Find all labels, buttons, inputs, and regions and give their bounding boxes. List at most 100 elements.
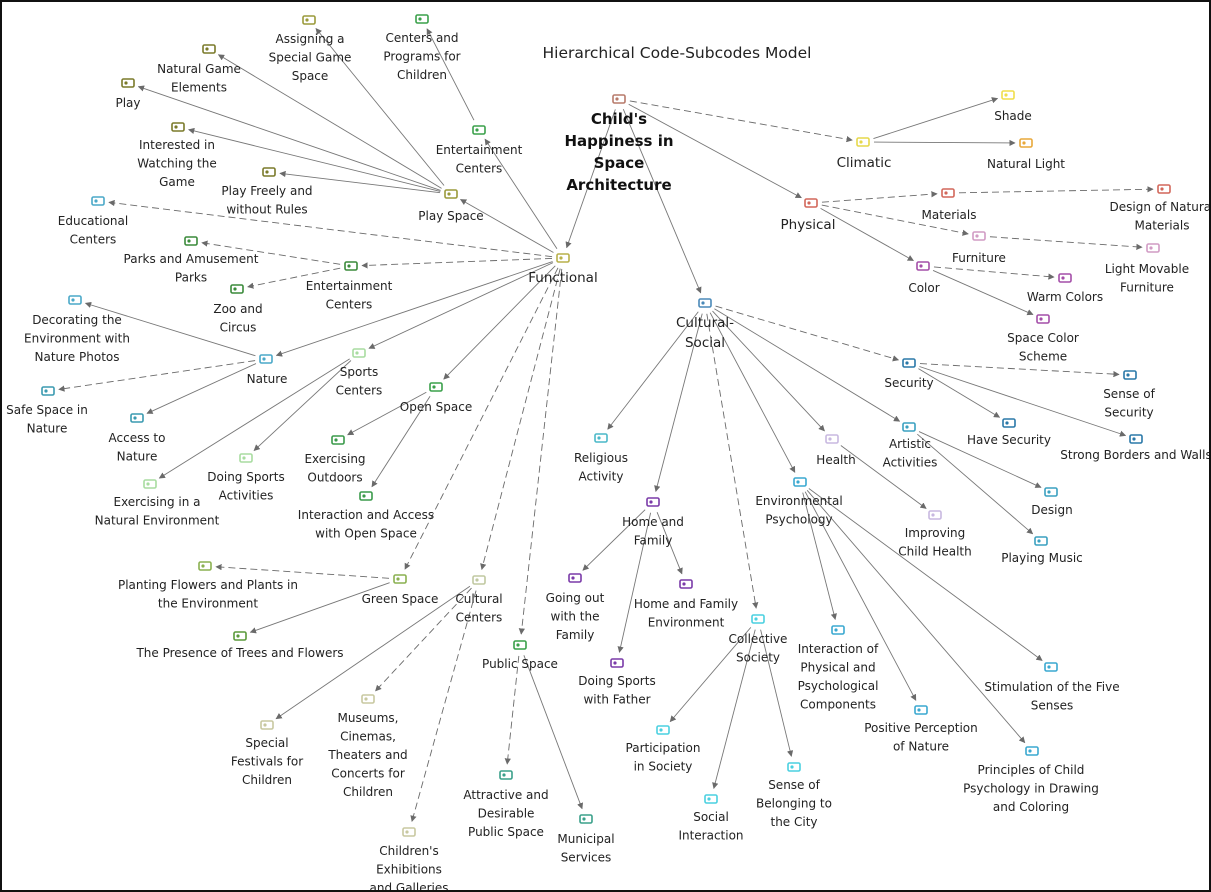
node-shade[interactable]: Shade — [994, 90, 1032, 123]
node-functional[interactable]: Functional — [528, 253, 598, 286]
code-tag-icon — [361, 694, 375, 704]
edge-open_space-to-exercising_outdoors — [347, 391, 427, 436]
node-open-space[interactable]: Open Space — [400, 382, 472, 414]
node-cultural-social[interactable]: Cultural-Social — [676, 298, 734, 351]
node-strong-borders-walls[interactable]: Strong Borders and Walls — [1060, 434, 1209, 462]
edge-color-to-space_color_scheme — [932, 270, 1034, 316]
node-label: Climatic — [837, 155, 892, 171]
node-physical[interactable]: Physical — [781, 198, 836, 233]
node-label: Cultural-Social — [676, 315, 734, 351]
node-green-space[interactable]: Green Space — [362, 574, 439, 606]
edge-collective_society-to-sense_belonging_city — [760, 629, 794, 757]
code-tag-icon — [1025, 746, 1039, 756]
node-health[interactable]: Health — [816, 434, 856, 467]
node-warm-colors[interactable]: Warm Colors — [1027, 273, 1103, 304]
node-label: Have Security — [967, 433, 1051, 447]
node-play-space[interactable]: Play Space — [418, 189, 484, 223]
code-tag-icon — [656, 725, 670, 735]
node-label: Open Space — [400, 400, 472, 414]
code-tag-icon — [914, 705, 928, 715]
node-public-space[interactable]: Public Space — [482, 640, 558, 671]
node-color[interactable]: Color — [908, 261, 940, 295]
node-playing-music[interactable]: Playing Music — [1001, 536, 1083, 565]
node-nature[interactable]: Nature — [247, 354, 288, 386]
node-label: Health — [816, 453, 855, 467]
edge-nature-to-decorating_nature_photos — [84, 301, 256, 357]
node-materials[interactable]: Materials — [921, 188, 977, 222]
edge-play_space-to-assigning_special_game_space — [315, 28, 445, 186]
node-presence-trees[interactable]: The Presence of Trees and Flowers — [135, 631, 344, 660]
edge-functional-to-nature — [275, 261, 553, 357]
node-play[interactable]: Play — [115, 78, 141, 110]
node-label: Nature — [247, 372, 288, 386]
edge-environmental_psychology-to-stimulation_five_senses — [808, 488, 1043, 661]
node-have-security[interactable]: Have Security — [967, 418, 1051, 447]
code-tag-icon — [1058, 273, 1072, 283]
node-furniture[interactable]: Furniture — [952, 231, 1006, 265]
node-design[interactable]: Design — [1031, 487, 1073, 517]
node-security[interactable]: Security — [884, 358, 934, 390]
node-natural-light[interactable]: Natural Light — [987, 138, 1065, 171]
code-tag-icon — [393, 574, 407, 584]
edge-security-to-have_security — [918, 368, 1001, 418]
code-tag-icon — [1123, 370, 1137, 380]
node-label: Materials — [921, 208, 976, 222]
node-climatic[interactable]: Climatic — [837, 137, 892, 171]
